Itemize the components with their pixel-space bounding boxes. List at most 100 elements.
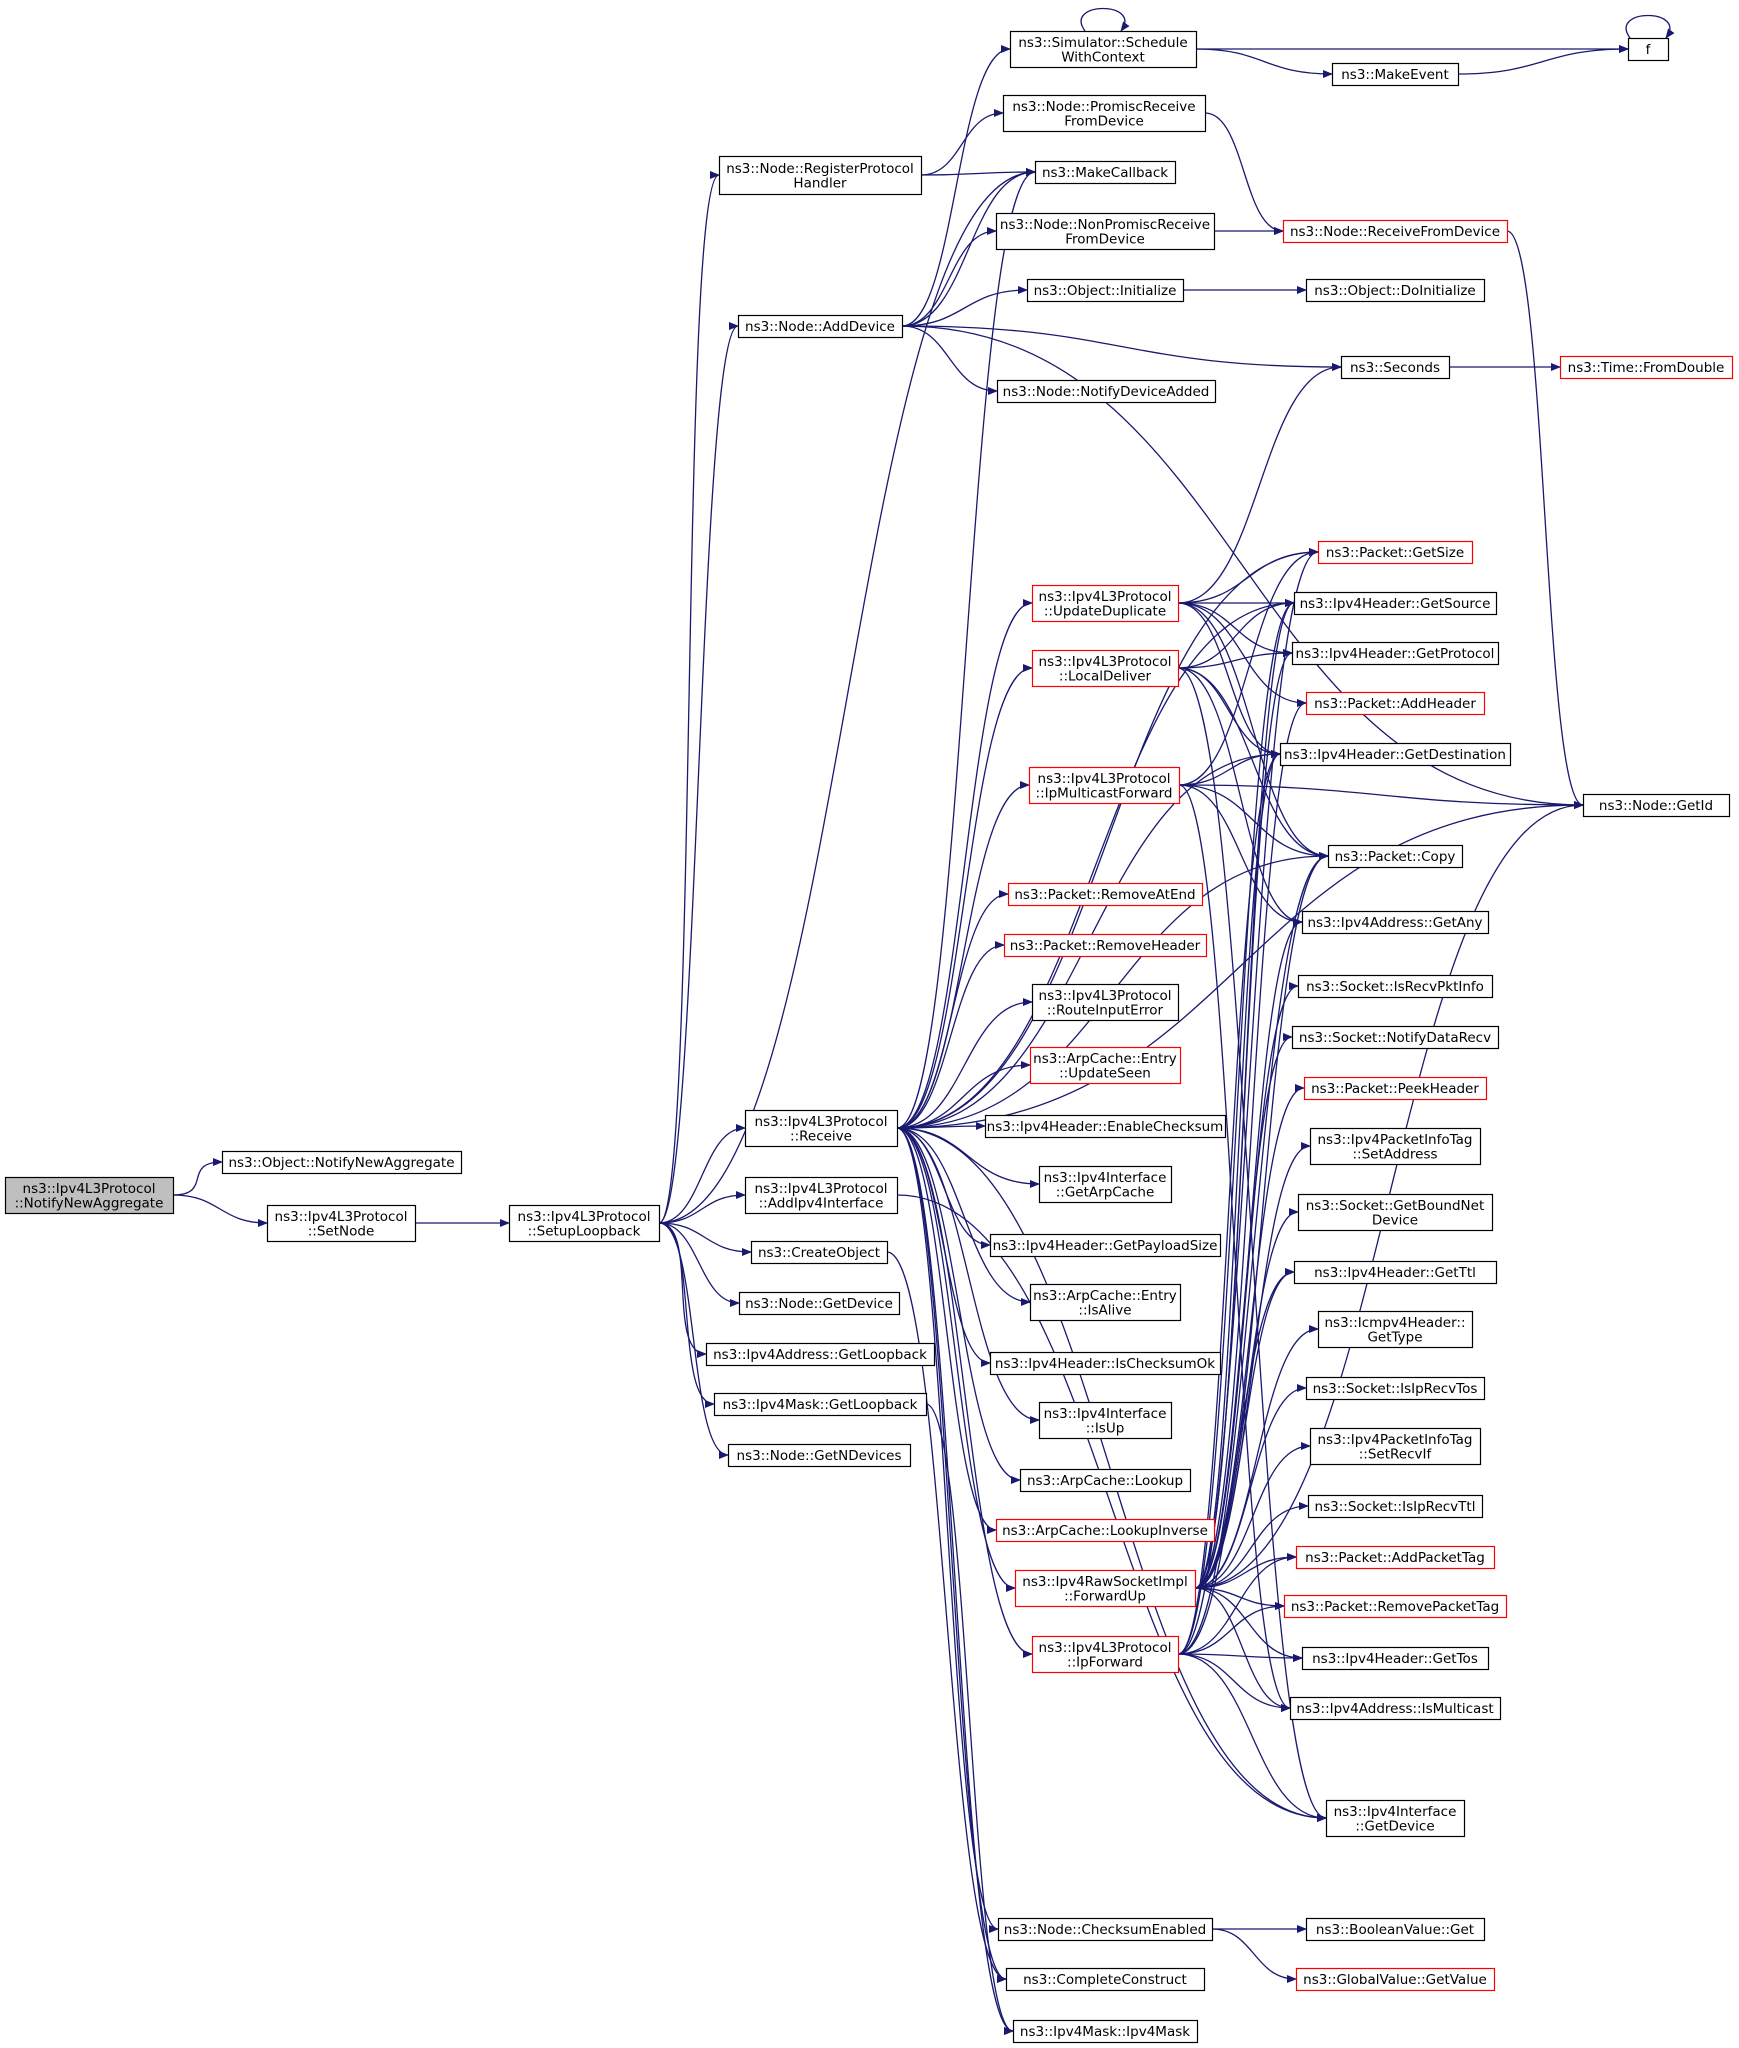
node-label: ::Receive [790,1128,852,1144]
node-label: ns3::Ipv4PacketInfoTag [1318,1132,1473,1148]
node-label: ns3::Ipv4Header::GetTos [1312,1651,1478,1667]
node-box [1031,649,1180,688]
node-box [1305,278,1486,303]
graph-node-ifgetdev[interactable]: ns3::Ipv4Interface::GetDevice [1325,1799,1466,1838]
graph-node-cksumen[interactable]: ns3::Node::ChecksumEnabled [997,1917,1214,1942]
graph-node-recvfromdev[interactable]: ns3::Node::ReceiveFromDevice [1282,219,1509,244]
graph-node-recvpkt[interactable]: ns3::Socket::IsRecvPktInfo [1297,974,1494,999]
graph-node-hsrc[interactable]: ns3::Ipv4Header::GetSource [1293,591,1498,616]
graph-node-hdst[interactable]: ns3::Ipv4Header::GetDestination [1279,742,1512,767]
graph-node-hproto[interactable]: ns3::Ipv4Header::GetProtocol [1291,641,1500,666]
graph-node-objinit[interactable]: ns3::Object::Initialize [1026,278,1185,303]
graph-node-enablecs[interactable]: ns3::Ipv4Header::EnableChecksum [984,1114,1227,1139]
graph-node-htos[interactable]: ns3::Ipv4Header::GetTos [1301,1646,1490,1671]
graph-node-setrecvif[interactable]: ns3::Ipv4PacketInfoTag::SetRecvIf [1309,1427,1482,1466]
graph-node-updup[interactable]: ns3::Ipv4L3Protocol::UpdateDuplicate [1031,584,1180,623]
graph-node-receive[interactable]: ns3::Ipv4L3Protocol::Receive [744,1109,899,1148]
graph-node-iprecvttl[interactable]: ns3::Socket::IsIpRecvTtl [1307,1494,1484,1519]
graph-node-maskloop[interactable]: ns3::Ipv4Mask::GetLoopback [713,1392,928,1417]
graph-node-setaddr[interactable]: ns3::Ipv4PacketInfoTag::SetAddress [1309,1127,1482,1166]
call-edge-rawfwd-to-htos [1194,1587,1303,1662]
graph-node-routeerr[interactable]: ns3::Ipv4L3Protocol::RouteInputError [1031,983,1180,1022]
graph-node-obj_nna[interactable]: ns3::Object::NotifyNewAggregate [221,1150,463,1175]
graph-node-cksumok[interactable]: ns3::Ipv4Header::IsChecksumOk [989,1351,1222,1376]
graph-node-addrany[interactable]: ns3::Ipv4Address::GetAny [1301,910,1490,935]
graph-node-rawfwd[interactable]: ns3::Ipv4RawSocketImpl::ForwardUp [1014,1569,1197,1608]
graph-node-addiface[interactable]: ns3::Ipv4L3Protocol::AddIpv4Interface [744,1176,899,1215]
graph-node-httl[interactable]: ns3::Ipv4Header::GetTtl [1293,1260,1498,1285]
node-label: ns3::ArpCache::Entry [1033,1051,1177,1067]
node-box [718,155,923,196]
graph-node-f[interactable]: f [1627,37,1670,62]
graph-node-rmatend[interactable]: ns3::Packet::RemoveAtEnd [1007,882,1204,907]
call-edge-setuploop-to-receive [658,1124,746,1224]
call-edge-setuploop-to-getdevice [658,1222,740,1307]
graph-node-setnode[interactable]: ns3::Ipv4L3Protocol::SetNode [266,1204,417,1243]
call-edge-ipmcast-to-addrany [1178,784,1303,926]
graph-node-makeevent[interactable]: ns3::MakeEvent [1331,62,1460,87]
node-label: ns3::Ipv4RawSocketImpl [1022,1574,1187,1590]
node-box [996,379,1217,404]
graph-node-pktcopy[interactable]: ns3::Packet::Copy [1327,844,1464,869]
graph-node-adddev[interactable]: ns3::Node::AddDevice [737,314,904,339]
graph-node-lookupinv[interactable]: ns3::ArpCache::LookupInverse [995,1518,1216,1543]
graph-node-root[interactable]: ns3::Ipv4L3Protocol::NotifyNewAggregate [4,1176,175,1215]
graph-node-getarp[interactable]: ns3::Ipv4Interface::GetArpCache [1038,1165,1173,1204]
graph-node-makecb[interactable]: ns3::MakeCallback [1034,160,1177,185]
graph-node-doinit[interactable]: ns3::Object::DoInitialize [1305,278,1486,303]
node-box [1012,2019,1199,2044]
call-edge-receive-to-completec [896,1127,1007,1983]
graph-node-notifydata[interactable]: ns3::Socket::NotifyDataRecv [1291,1025,1500,1050]
node-label: ns3::Ipv4Header::GetProtocol [1296,646,1495,662]
graph-node-fromdouble[interactable]: ns3::Time::FromDouble [1559,355,1734,380]
graph-node-completec[interactable]: ns3::CompleteConstruct [1005,1967,1206,1992]
call-edge-f-to-f [1625,14,1675,39]
graph-node-maskctor[interactable]: ns3::Ipv4Mask::Ipv4Mask [1012,2019,1199,2044]
graph-node-rmheader[interactable]: ns3::Packet::RemoveHeader [1003,933,1208,958]
graph-node-icmptype[interactable]: ns3::Icmpv4Header::GetType [1317,1310,1474,1349]
graph-node-getdevice[interactable]: ns3::Node::GetDevice [738,1291,901,1316]
graph-node-rmtag[interactable]: ns3::Packet::RemovePacketTag [1283,1594,1508,1619]
graph-node-gvget[interactable]: ns3::GlobalValue::GetValue [1295,1967,1496,1992]
graph-node-getndev[interactable]: ns3::Node::GetNDevices [727,1443,912,1468]
graph-node-seconds[interactable]: ns3::Seconds [1340,355,1451,380]
node-box [1289,1696,1502,1721]
graph-node-addtag[interactable]: ns3::Packet::AddPacketTag [1295,1545,1496,1570]
node-label: ns3::Node::PromiscReceive [1012,99,1195,115]
graph-node-ismcast[interactable]: ns3::Ipv4Address::IsMulticast [1289,1696,1502,1721]
node-box [1007,882,1204,907]
node-label: ns3::MakeEvent [1341,67,1449,83]
node-label: ::LocalDeliver [1059,668,1152,684]
node-label: ::SetRecvIf [1359,1446,1433,1462]
node-box [737,314,904,339]
graph-node-ipfwd[interactable]: ns3::Ipv4L3Protocol::IpForward [1031,1635,1180,1674]
node-label: ::UpdateSeen [1059,1065,1151,1081]
graph-node-peekhdr[interactable]: ns3::Packet::PeekHeader [1303,1076,1488,1101]
graph-node-notifyadded[interactable]: ns3::Node::NotifyDeviceAdded [996,379,1217,404]
graph-node-iprecvtos[interactable]: ns3::Socket::IsIpRecvTos [1305,1376,1486,1401]
graph-node-isalive[interactable]: ns3::ArpCache::Entry::IsAlive [1029,1283,1182,1322]
graph-node-boolget[interactable]: ns3::BooleanValue::Get [1305,1917,1486,1942]
graph-node-getid[interactable]: ns3::Node::GetId [1582,793,1731,818]
node-label: ns3::CompleteConstruct [1023,1972,1187,1988]
call-edge-rawfwd-to-peekhdr [1194,1084,1305,1589]
graph-node-arplookup[interactable]: ns3::ArpCache::Lookup [1019,1468,1192,1493]
node-label: ns3::Node::AddDevice [745,319,895,335]
graph-node-arpupd[interactable]: ns3::ArpCache::Entry::UpdateSeen [1029,1046,1182,1085]
graph-node-isup[interactable]: ns3::Ipv4Interface::IsUp [1038,1401,1173,1440]
graph-node-payloadsz[interactable]: ns3::Ipv4Header::GetPayloadSize [989,1233,1222,1258]
node-label: ::IpMulticastForward [1036,785,1173,801]
graph-node-ipmcast[interactable]: ns3::Ipv4L3Protocol::IpMulticastForward [1028,766,1181,805]
call-edge-receive-to-isalive [896,1127,1031,1306]
graph-node-addrloop[interactable]: ns3::Ipv4Address::GetLoopback [705,1342,936,1367]
graph-node-localdel[interactable]: ns3::Ipv4L3Protocol::LocalDeliver [1031,649,1180,688]
graph-node-setuploop[interactable]: ns3::Ipv4L3Protocol::SetupLoopback [508,1204,661,1243]
graph-node-pktsize[interactable]: ns3::Packet::GetSize [1317,540,1474,565]
graph-node-createobj[interactable]: ns3::CreateObject [750,1240,889,1265]
graph-node-addheader[interactable]: ns3::Packet::AddHeader [1305,691,1486,716]
